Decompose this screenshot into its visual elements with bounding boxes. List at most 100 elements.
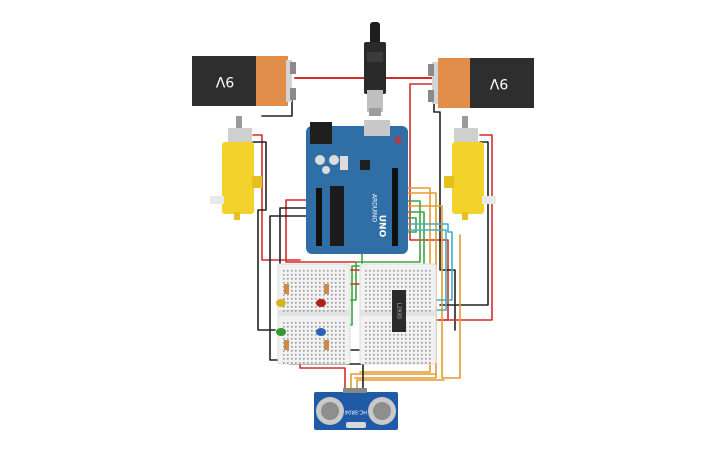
breadboard-hole — [397, 350, 399, 352]
breadboard-hole — [405, 338, 407, 340]
breadboard-hole — [393, 354, 395, 356]
breadboard-hole — [429, 354, 431, 356]
breadboard-hole — [405, 334, 407, 336]
breadboard-hole — [343, 358, 345, 360]
battery-left[interactable]: 9V — [192, 56, 296, 106]
breadboard-hole — [405, 282, 407, 284]
breadboard-hole — [307, 270, 309, 272]
breadboard-hole — [413, 302, 415, 304]
breadboard-hole — [385, 362, 387, 364]
breadboard-hole — [303, 330, 305, 332]
breadboard-hole — [381, 358, 383, 360]
breadboard-hole — [365, 330, 367, 332]
breadboard-hole — [429, 326, 431, 328]
battery-right[interactable]: 9V — [428, 58, 534, 108]
breadboard-hole — [421, 338, 423, 340]
breadboard-hole — [369, 282, 371, 284]
breadboard-hole — [397, 354, 399, 356]
breadboard-hole — [299, 270, 301, 272]
breadboard-hole — [283, 350, 285, 352]
breadboard-hole — [287, 358, 289, 360]
breadboard-hole — [295, 362, 297, 364]
breadboard-hole — [287, 354, 289, 356]
breadboard-hole — [343, 286, 345, 288]
breadboard-hole — [323, 298, 325, 300]
breadboard-hole — [401, 346, 403, 348]
ultrasonic-sensor[interactable]: HC-SR04 — [314, 388, 398, 430]
breadboard-hole — [327, 274, 329, 276]
wire-black-left-battery — [261, 97, 293, 117]
breadboard-hole — [373, 358, 375, 360]
breadboard-hole — [327, 278, 329, 280]
breadboard-hole — [299, 302, 301, 304]
breadboard-hole — [307, 274, 309, 276]
breadboard-hole — [389, 302, 391, 304]
breadboard-hole — [365, 326, 367, 328]
breadboard-hole — [381, 322, 383, 324]
breadboard-hole — [323, 282, 325, 284]
motor-left[interactable] — [210, 116, 262, 220]
breadboard-hole — [319, 322, 321, 324]
motor-driver-chip[interactable]: L293D — [392, 290, 406, 332]
breadboard-hole — [381, 302, 383, 304]
breadboard-hole — [311, 338, 313, 340]
breadboard-hole — [287, 330, 289, 332]
breadboard-hole — [343, 330, 345, 332]
breadboard-hole — [429, 294, 431, 296]
breadboard-hole — [413, 334, 415, 336]
breadboard-hole — [421, 322, 423, 324]
wire-black-right-battery — [433, 99, 456, 331]
breadboard-hole — [373, 294, 375, 296]
breadboard-hole — [343, 350, 345, 352]
led-red[interactable] — [316, 299, 326, 307]
breadboard-hole — [295, 274, 297, 276]
breadboard-hole — [307, 342, 309, 344]
breadboard-hole — [377, 294, 379, 296]
breadboard-hole — [287, 326, 289, 328]
led-yellow[interactable] — [276, 299, 286, 307]
breadboard-hole — [339, 306, 341, 308]
breadboard-hole — [291, 362, 293, 364]
breadboard-hole — [421, 270, 423, 272]
breadboard-hole — [417, 338, 419, 340]
breadboard-hole — [365, 358, 367, 360]
breadboard-hole — [369, 338, 371, 340]
breadboard-hole — [369, 290, 371, 292]
breadboard-hole — [385, 302, 387, 304]
breadboard-hole — [385, 294, 387, 296]
breadboard-hole — [335, 310, 337, 312]
breadboard-hole — [385, 330, 387, 332]
breadboard-hole — [295, 354, 297, 356]
arduino-uno[interactable]: ARDUINO UNO — [306, 120, 408, 254]
breadboard-hole — [401, 338, 403, 340]
breadboard-hole — [339, 350, 341, 352]
ultrasonic-label: HC-SR04 — [345, 409, 367, 415]
breadboard-hole — [389, 294, 391, 296]
breadboard-hole — [365, 270, 367, 272]
breadboard-hole — [385, 342, 387, 344]
breadboard-hole — [303, 354, 305, 356]
breadboard-hole — [307, 286, 309, 288]
breadboard-hole — [323, 290, 325, 292]
breadboard-hole — [393, 274, 395, 276]
led-blue[interactable] — [316, 328, 326, 336]
breadboard-hole — [339, 330, 341, 332]
breadboard-hole — [315, 286, 317, 288]
breadboard-hole — [397, 338, 399, 340]
breadboard-hole — [295, 346, 297, 348]
breadboard-hole — [429, 270, 431, 272]
breadboard-hole — [335, 358, 337, 360]
led-green[interactable] — [276, 328, 286, 336]
breadboard-hole — [331, 274, 333, 276]
breadboard-hole — [331, 306, 333, 308]
breadboard-hole — [299, 346, 301, 348]
breadboard-hole — [291, 286, 293, 288]
breadboard-hole — [339, 274, 341, 276]
breadboard-hole — [283, 358, 285, 360]
breadboard-hole — [311, 298, 313, 300]
motor-right[interactable] — [444, 116, 496, 220]
breadboard-hole — [381, 362, 383, 364]
breadboard-hole — [339, 362, 341, 364]
breadboard-hole — [421, 298, 423, 300]
